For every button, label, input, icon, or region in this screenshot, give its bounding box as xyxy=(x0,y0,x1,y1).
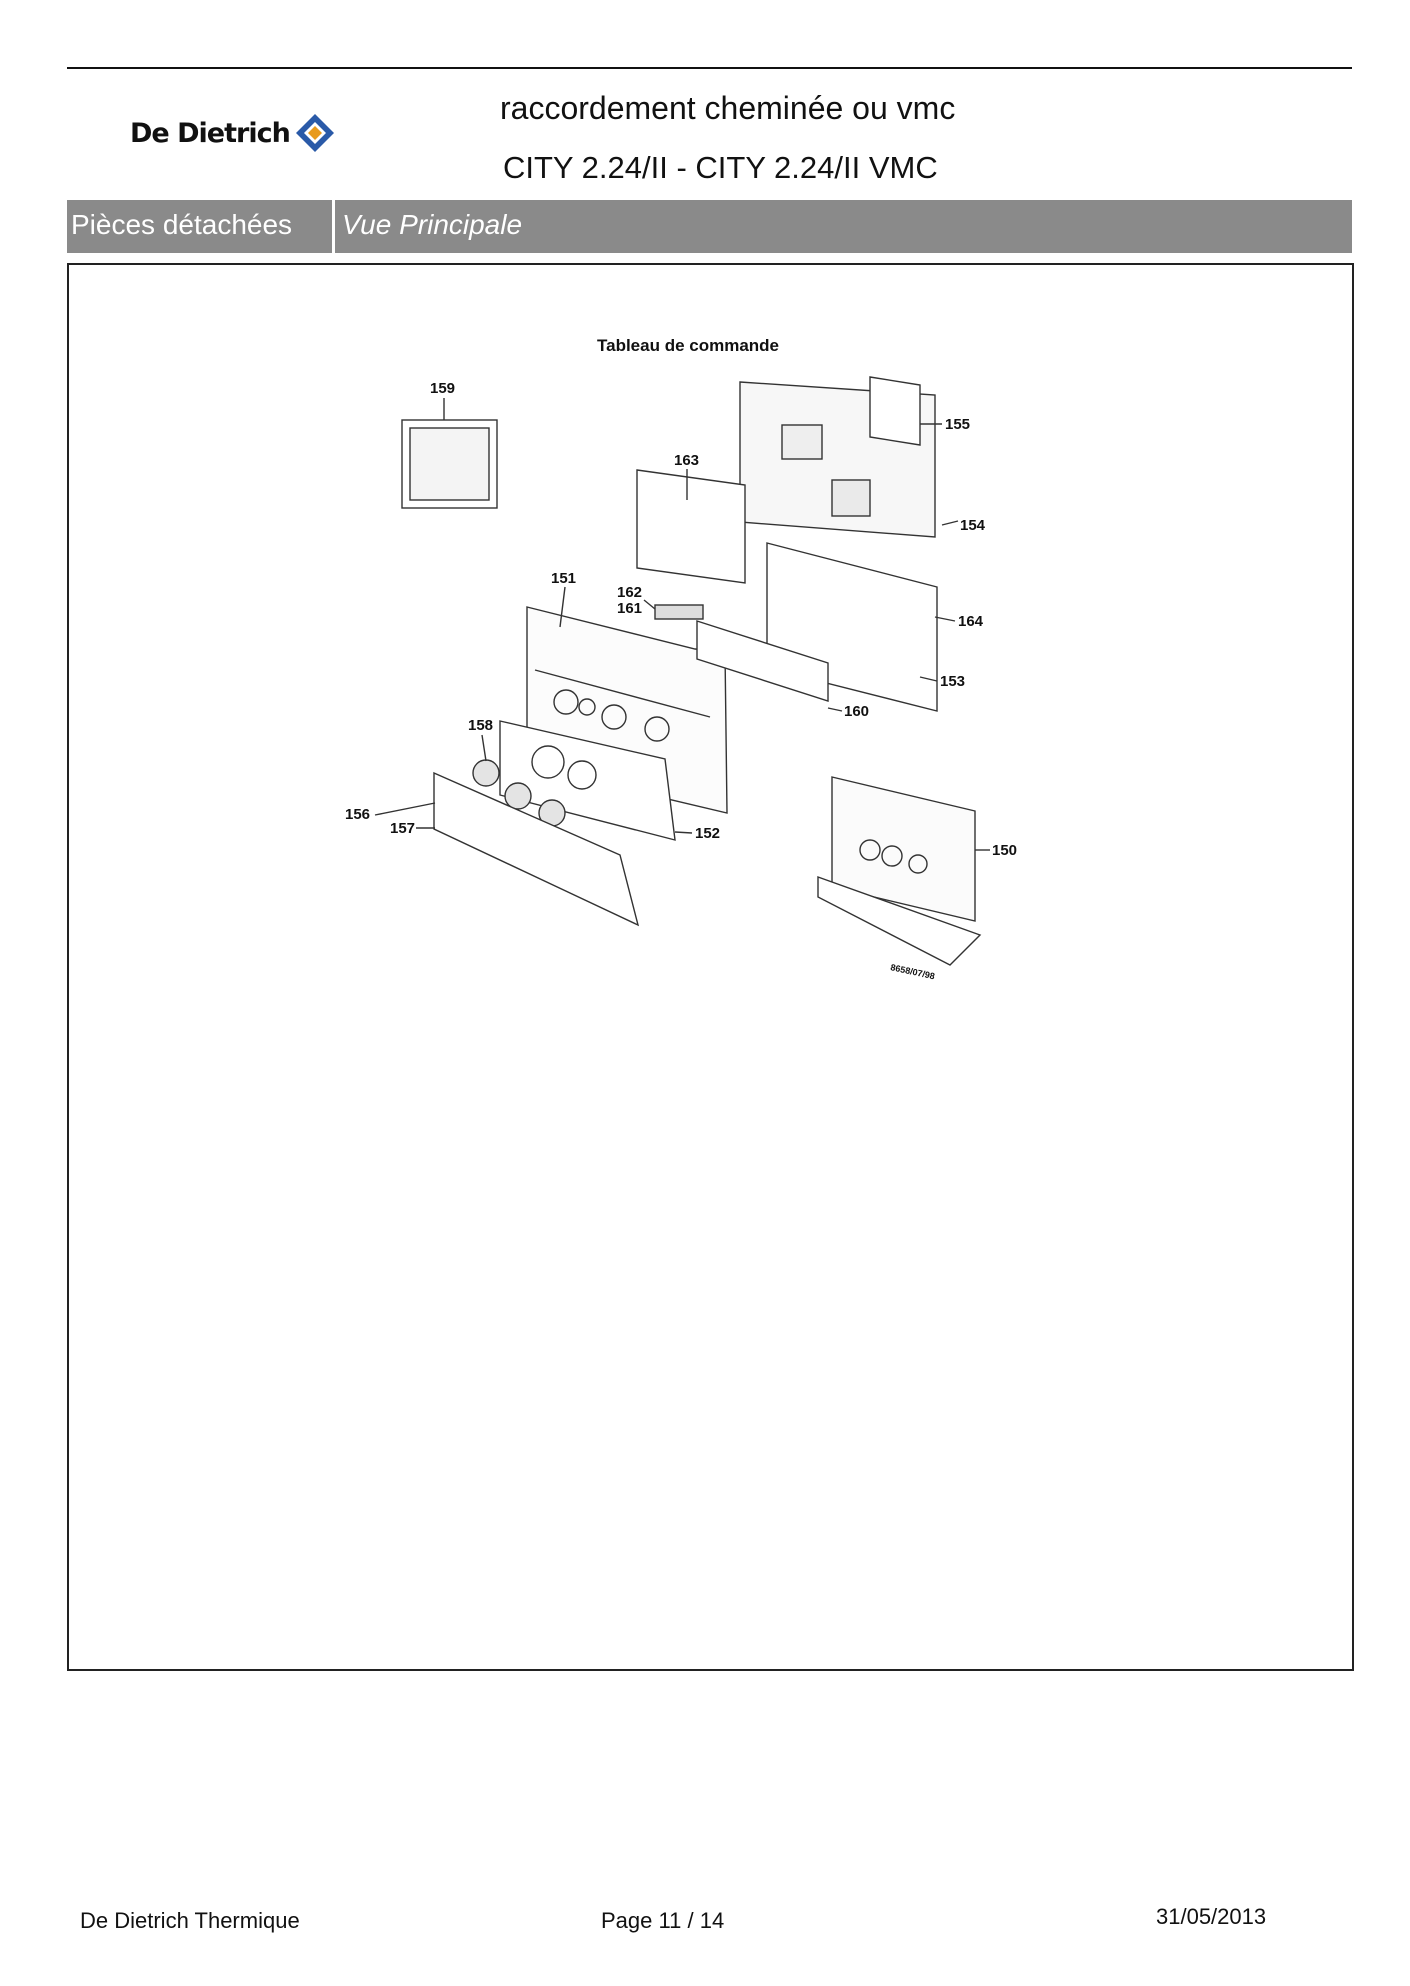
page-label: Page xyxy=(601,1908,653,1933)
page-number: 11 xyxy=(658,1908,682,1933)
tab-main-view[interactable]: Vue Principale xyxy=(342,209,523,240)
top-rule xyxy=(67,67,1352,69)
page-separator: / xyxy=(687,1908,694,1933)
diagram-frame xyxy=(67,263,1354,1671)
part-label: 153 xyxy=(940,673,965,690)
part-label: 151 xyxy=(551,570,576,587)
exploded-parts-diagram: Tableau de commande 159 155 163 154 151 … xyxy=(345,336,1017,981)
drawing-code: 8658/07/98 xyxy=(890,962,936,981)
tab-spare-parts[interactable]: Pièces détachées xyxy=(67,200,335,253)
part-label: 155 xyxy=(945,416,970,433)
part-label: 164 xyxy=(958,613,984,630)
model-title: CITY 2.24/II - CITY 2.24/II VMC xyxy=(503,150,938,185)
brand-logo: De Dietrich xyxy=(130,112,336,154)
part-label: 154 xyxy=(960,517,986,534)
part-label: 150 xyxy=(992,842,1017,859)
part-label: 163 xyxy=(674,452,699,469)
footer-company: De Dietrich Thermique xyxy=(80,1908,300,1933)
part-label: 161 xyxy=(617,600,642,617)
part-label: 159 xyxy=(430,380,455,397)
page-total: 14 xyxy=(699,1908,725,1933)
part-label: 152 xyxy=(695,825,720,842)
part-label: 158 xyxy=(468,717,493,734)
diamond-logo-icon xyxy=(295,114,334,152)
diagram-title: Tableau de commande xyxy=(597,336,779,355)
part-label: 156 xyxy=(345,806,370,823)
section-bar: Pièces détachées Vue Principale xyxy=(67,200,1352,253)
footer-page: Page 11 / 14 xyxy=(601,1908,724,1934)
document-title: raccordement cheminée ou vmc xyxy=(500,90,956,126)
brand-name: De Dietrich xyxy=(130,117,291,149)
footer-date: 31/05/2013 xyxy=(1156,1904,1267,1929)
part-label: 162 xyxy=(617,584,642,601)
part-label: 160 xyxy=(844,703,869,720)
part-label: 157 xyxy=(390,820,415,837)
